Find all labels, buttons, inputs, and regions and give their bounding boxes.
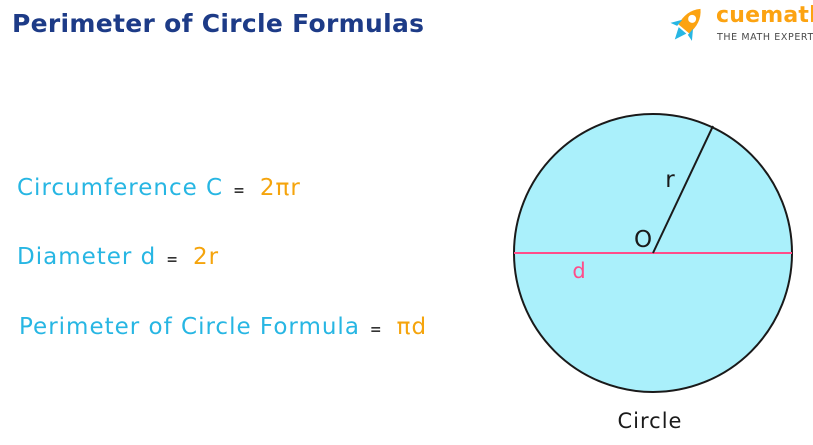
brand-tagline: THE MATH EXPERT	[717, 32, 813, 43]
formula-label: Perimeter of Circle Formula	[19, 314, 360, 340]
formula-value: πd	[396, 314, 428, 340]
formula-value: 2πr	[259, 175, 301, 201]
formula-circumference: Circumference C = 2πr	[17, 175, 301, 201]
formula-label: Diameter d	[17, 244, 157, 270]
radius-line	[652, 125, 714, 254]
radius-label: r	[665, 167, 675, 193]
circle-caption: Circle	[618, 409, 683, 433]
brand-name: cuemath	[716, 3, 813, 28]
equals-sign: =	[369, 322, 383, 338]
formula-label: Circumference C	[17, 175, 224, 201]
circle-diagram: r O d Circle	[513, 113, 793, 433]
equals-sign: =	[166, 252, 180, 268]
equals-sign: =	[233, 183, 246, 199]
formula-value: 2r	[193, 244, 220, 270]
page-title: Perimeter of Circle Formulas	[12, 9, 425, 38]
diameter-label: d	[572, 259, 585, 283]
brand-logo: cuemath THE MATH EXPERT	[662, 2, 813, 48]
formula-diameter: Diameter d = 2r	[17, 244, 219, 270]
rocket-icon	[670, 8, 701, 41]
formula-perimeter: Perimeter of Circle Formula = πd	[19, 314, 427, 340]
center-label: O	[634, 227, 652, 253]
